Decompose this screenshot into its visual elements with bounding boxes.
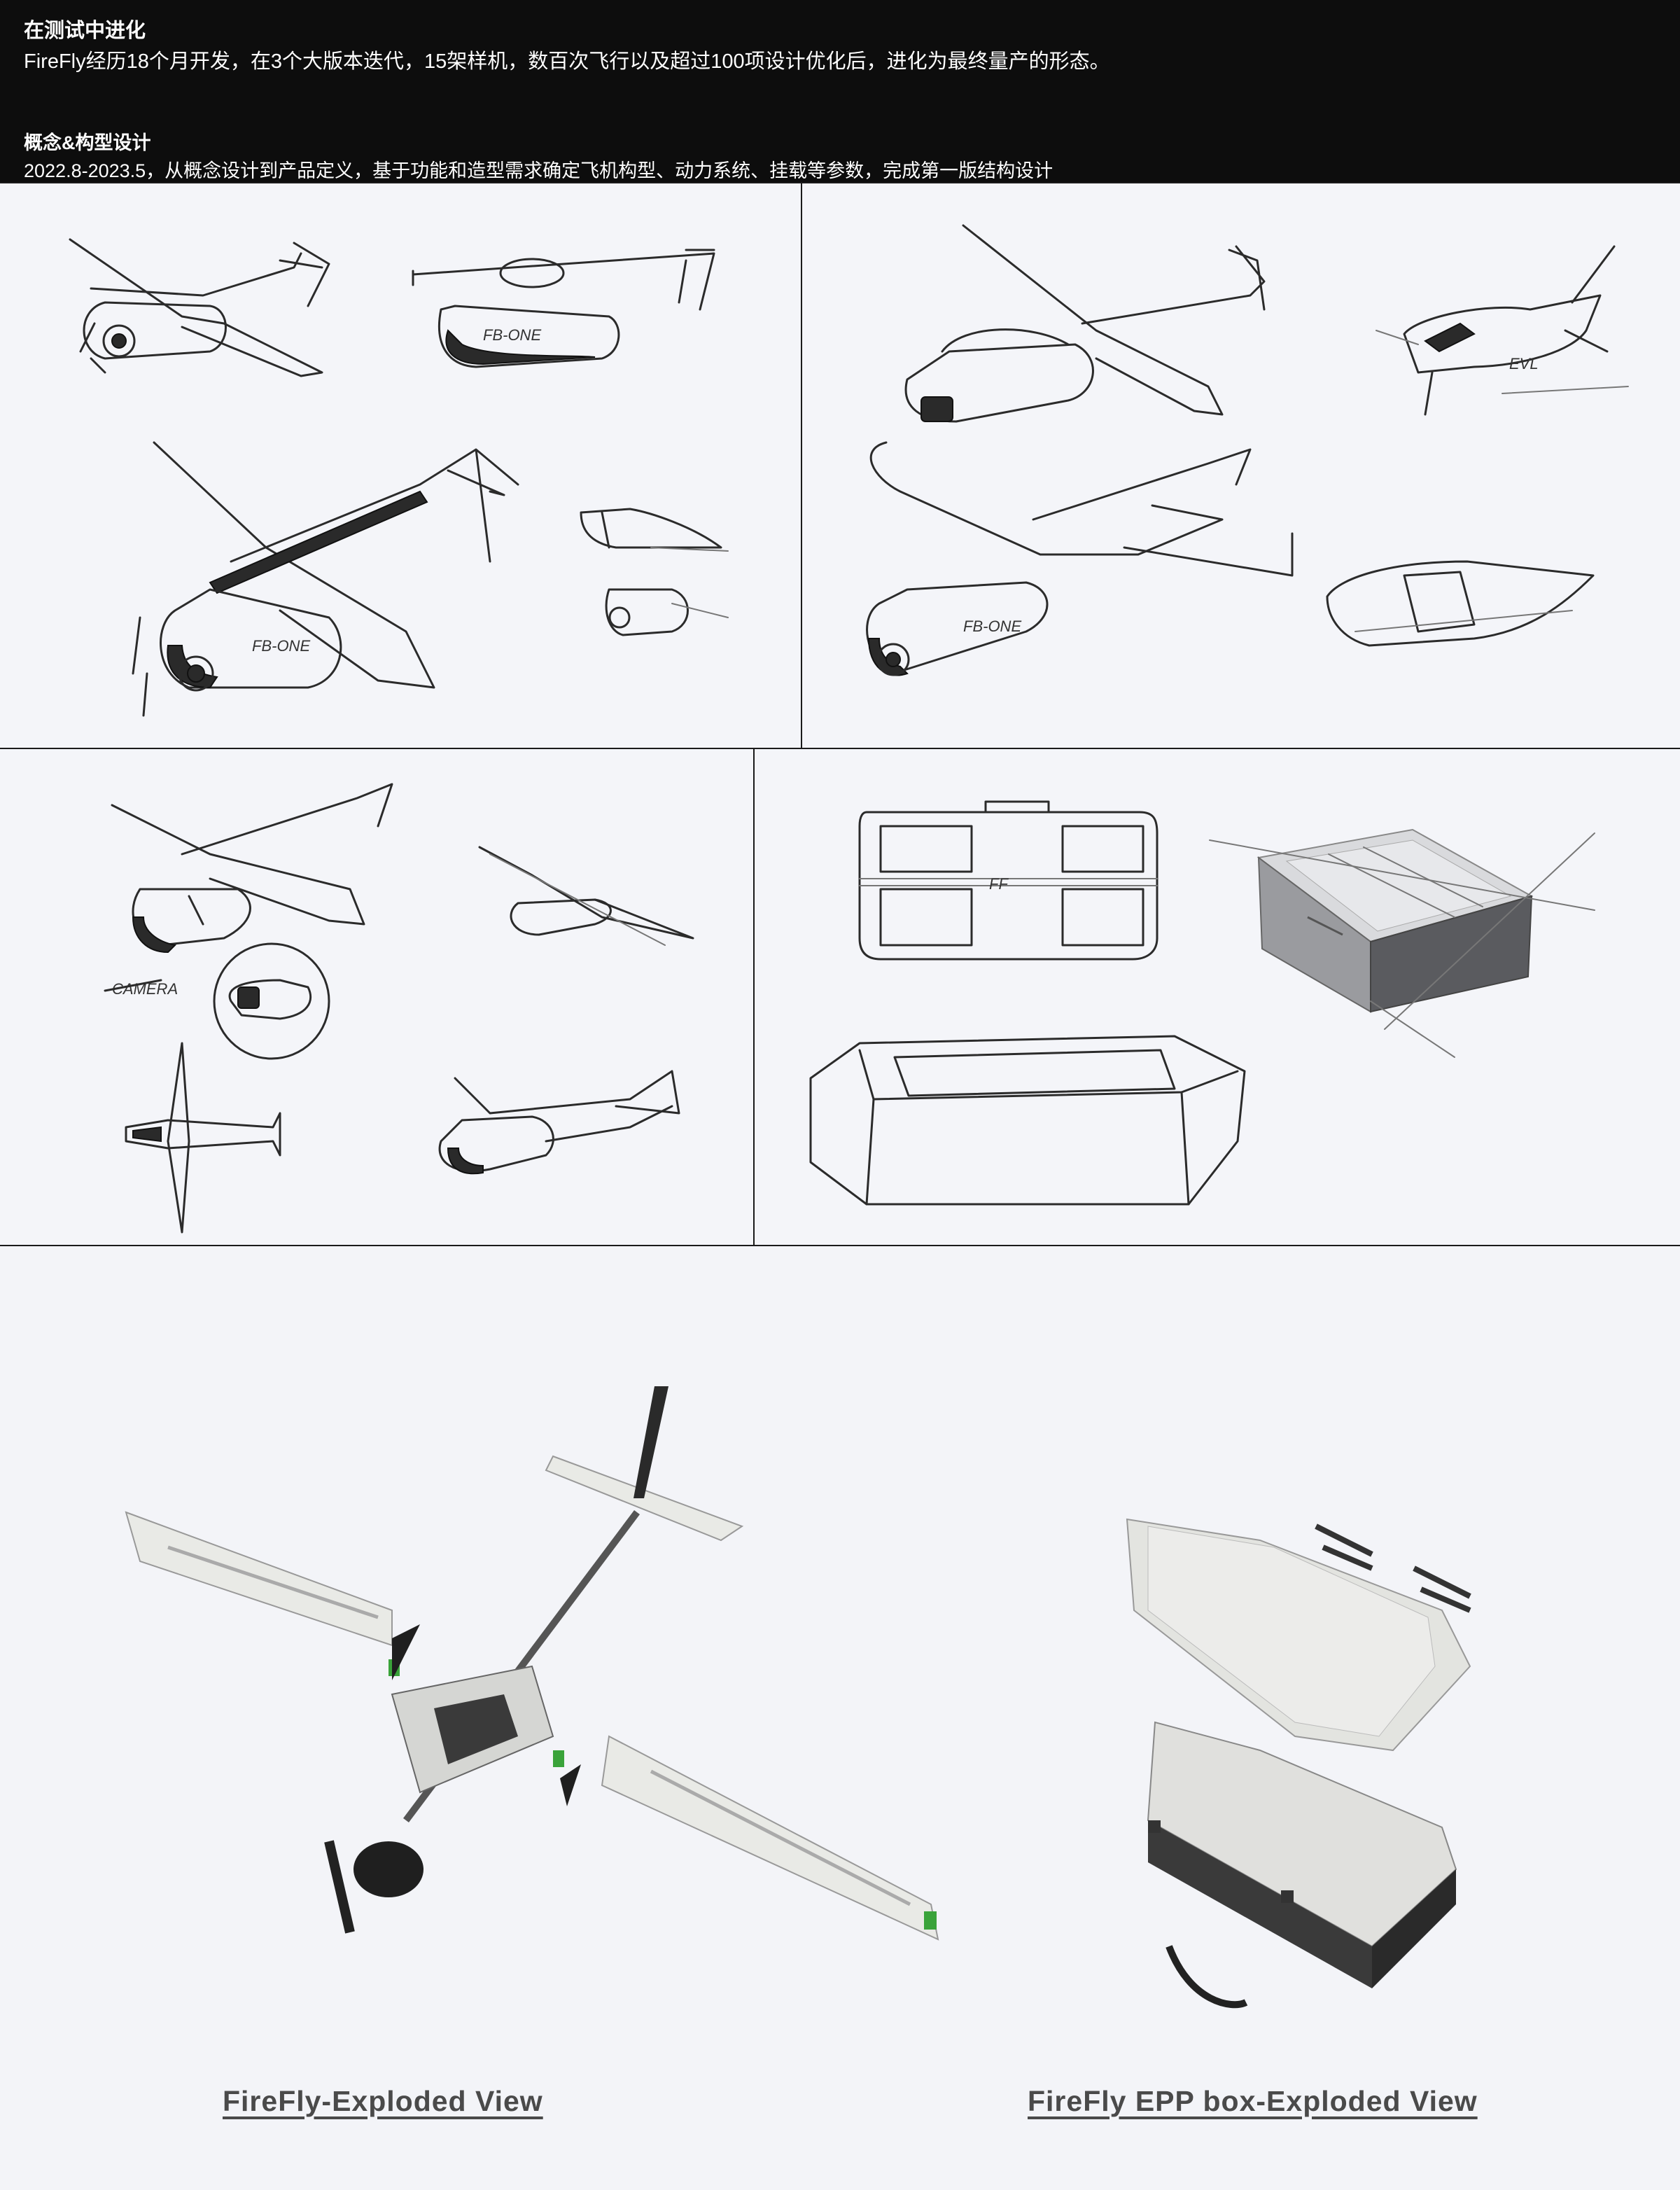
evl-label: EVL: [1509, 355, 1539, 372]
fb-one-label-1: FB-ONE: [483, 326, 541, 344]
header-text: FireFly经历18个月开发，在3个大版本迭代，15架样机，数百次飞行以及超过…: [24, 50, 1110, 73]
header-subtitle: 概念&构型设计: [24, 132, 151, 153]
fb-one-label-2: FB-ONE: [252, 637, 310, 655]
box-sketches: FF: [809, 800, 1595, 1206]
exploded-views-section: FireFly-Exploded View FireFly EPP box-Ex…: [0, 1246, 1680, 2190]
sketch-panel-1: FB-ONE FB-ONE: [0, 182, 802, 749]
box-logo-label: FF: [989, 875, 1009, 893]
caption-drone-exploded: FireFly-Exploded View: [223, 2085, 543, 2117]
caption-box-exploded: FireFly EPP box-Exploded View: [1028, 2085, 1478, 2117]
drone-sketches-1: FB-ONE FB-ONE: [69, 238, 729, 717]
drone-exploded-view: [125, 1386, 939, 1941]
sketch-panel-2: EVL FB-ONE: [801, 182, 1680, 749]
sketch-panel-3: CAMERA: [0, 748, 755, 1246]
drone-sketches-2: EVL FB-ONE: [866, 224, 1629, 676]
fb-one-label-3: FB-ONE: [963, 618, 1021, 635]
header-banner: 在测试中进化 FireFly经历18个月开发，在3个大版本迭代，15架样机，数百…: [0, 0, 1680, 182]
drone-sketches-3: CAMERA: [104, 783, 694, 1234]
header-title: 在测试中进化: [24, 20, 146, 42]
header-subtext: 2022.8-2023.5，从概念设计到产品定义，基于功能和造型需求确定飞机构型…: [24, 160, 1054, 181]
box-exploded-view: [1126, 1518, 1471, 2009]
sketch-panel-4: FF: [753, 748, 1680, 1246]
